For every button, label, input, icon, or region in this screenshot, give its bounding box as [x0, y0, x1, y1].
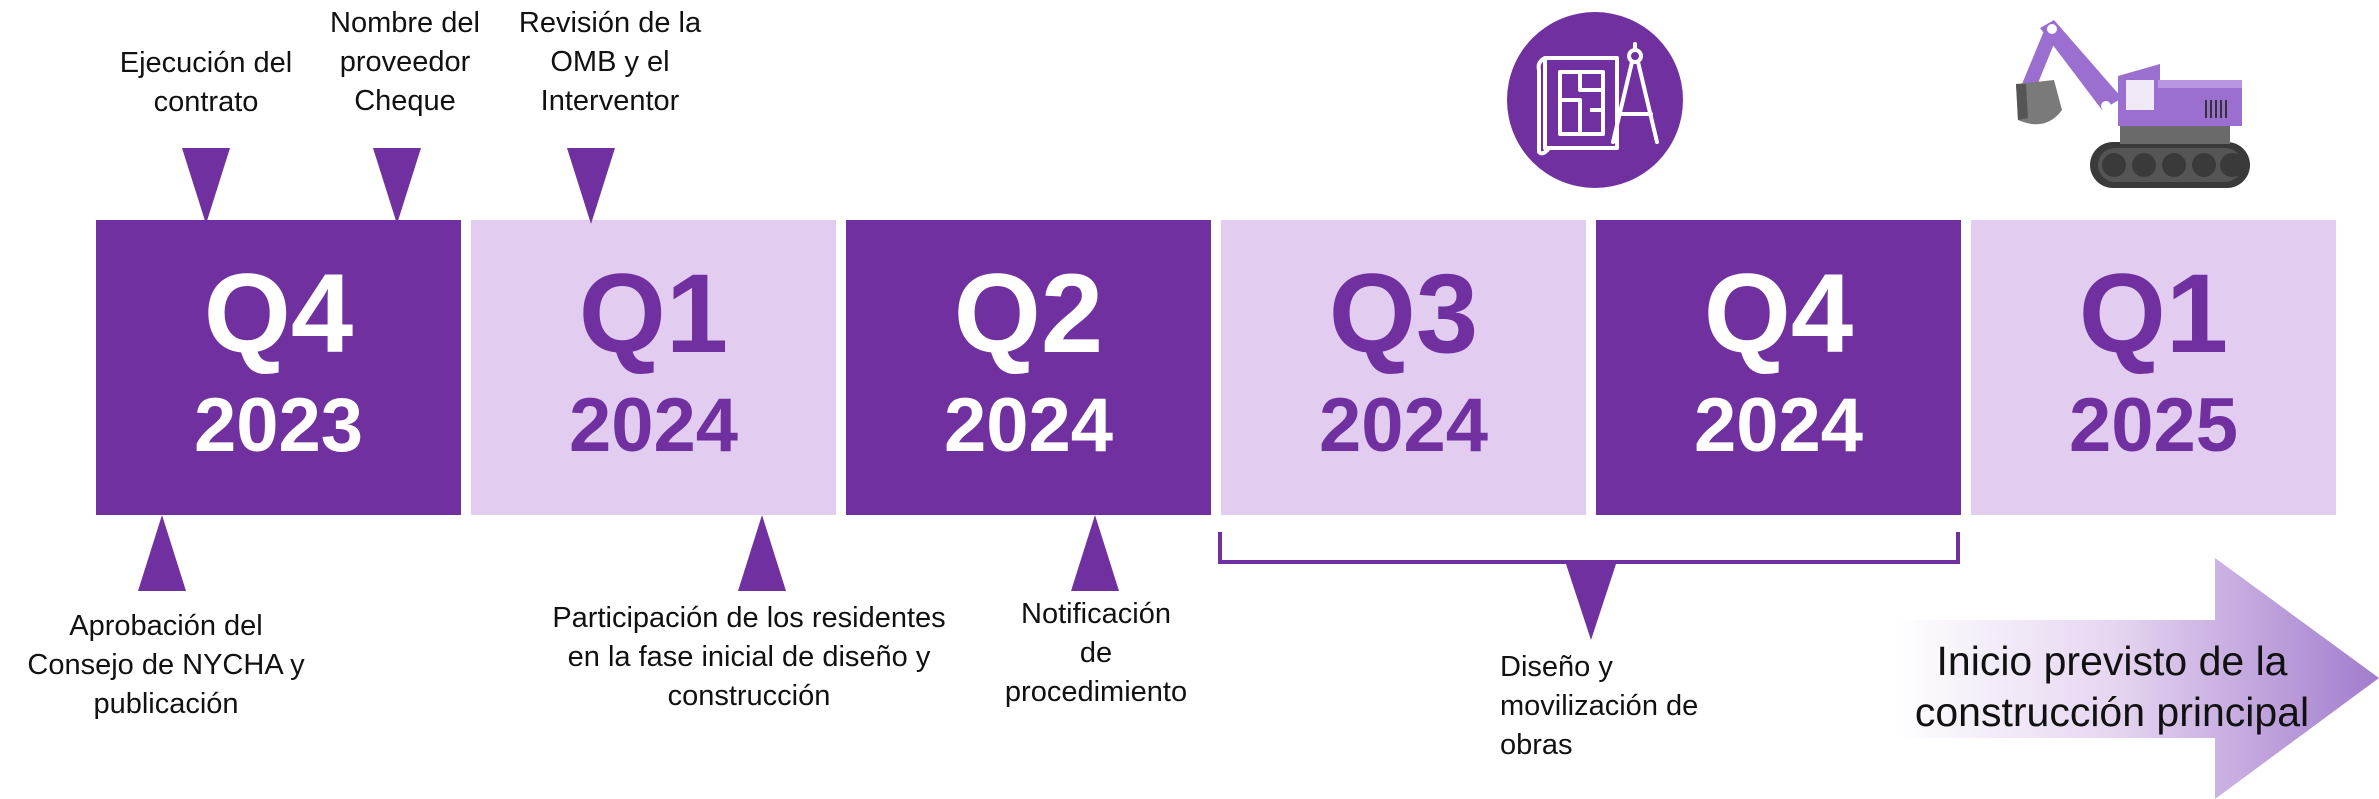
blueprint-compass-icon [1507, 12, 1683, 188]
milestone-marker-down [567, 148, 615, 224]
quarter-label: Q4 [203, 251, 354, 376]
quarter-year: 2025 [2068, 383, 2239, 468]
milestone-marker-down [182, 148, 230, 224]
quarter-label: Q4 [1703, 251, 1854, 376]
quarter-year: 2024 [568, 383, 739, 468]
construction-start-arrow [1895, 558, 2379, 799]
quarter-year: 2023 [193, 383, 364, 468]
quarter-year: 2024 [1318, 383, 1489, 468]
quarter-year: 2024 [943, 383, 1114, 468]
quarter-label: Q1 [2078, 251, 2229, 376]
quarter-box-q4-2023: Q4 2023 [96, 220, 461, 515]
quarter-box-q1-2025: Q1 2025 [1971, 220, 2336, 515]
design-period-bracket [1218, 532, 1960, 564]
quarter-label: Q1 [578, 251, 729, 376]
quarter-year: 2024 [1693, 383, 1864, 468]
quarter-label: Q3 [1328, 251, 1479, 376]
milestone-marker-down [1566, 564, 1616, 640]
milestone-marker-up [1071, 515, 1119, 591]
milestone-marker-down [373, 148, 421, 224]
quarter-box-q2-2024: Q2 2024 [846, 220, 1211, 515]
quarter-box-q3-2024: Q3 2024 [1221, 220, 1586, 515]
milestone-marker-up [738, 515, 786, 591]
quarter-box-q4-2024: Q4 2024 [1596, 220, 1961, 515]
quarter-label: Q2 [953, 251, 1104, 376]
milestone-marker-up [138, 515, 186, 591]
excavator-icon [2016, 20, 2250, 188]
quarter-box-q1-2024: Q1 2024 [471, 220, 836, 515]
